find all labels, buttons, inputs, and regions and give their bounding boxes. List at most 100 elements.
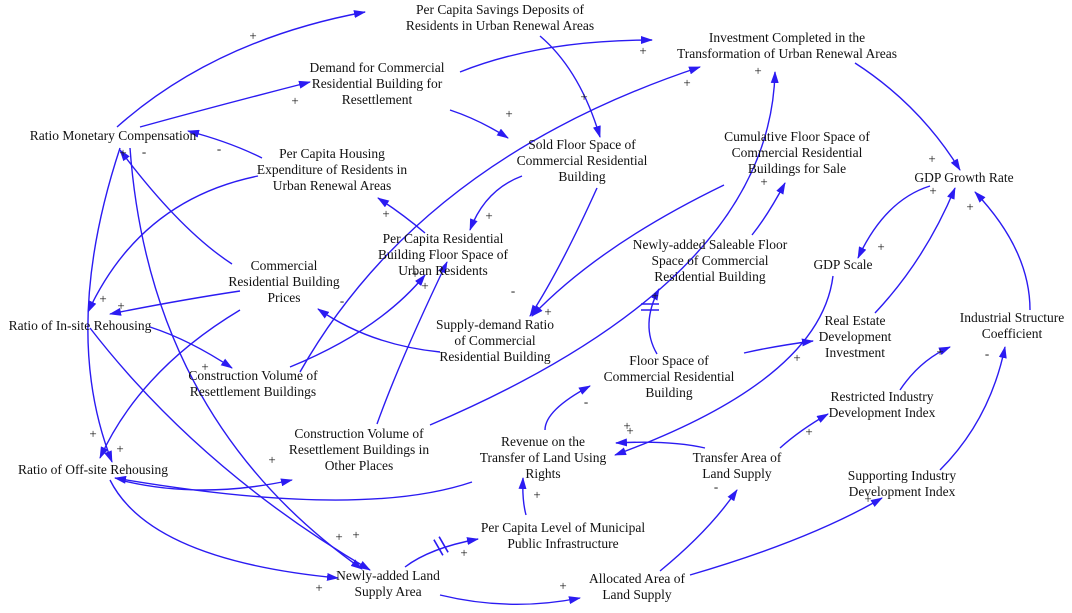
link-polarity-1: + — [291, 93, 298, 108]
delay-mark-line — [438, 536, 449, 553]
node-real-estate-line-2: Development — [818, 329, 892, 344]
node-transfer-area-line-2: Land Supply — [702, 466, 772, 481]
link-off-site-to-construction-other — [119, 478, 293, 491]
link-housing-expenditure-to-ratio-monetary — [187, 129, 263, 159]
node-restricted-industry-line-2: Development Index — [828, 405, 936, 420]
node-off-site-line-1: Ratio of Off-site Rehousing — [17, 462, 169, 477]
node-newly-saleable-line-2: Space of Commercial — [651, 253, 769, 268]
link-newly-land-to-allocated — [439, 594, 581, 605]
link-polarity-11: + — [505, 106, 512, 121]
node-housing-expenditure: Per Capita Housing Expenditure of Reside… — [257, 146, 407, 194]
node-prices-line-1: Commercial — [250, 258, 318, 273]
link-polarity-8: + — [116, 441, 123, 456]
node-savings: Per Capita Savings Deposits of Residents… — [406, 2, 594, 34]
node-supporting-industry-line-1: Supporting Industry — [847, 468, 957, 483]
node-housing-expenditure-line-3: Urban Renewal Areas — [272, 178, 392, 193]
link-polarity-29: + — [411, 266, 418, 281]
link-polarity-18: + — [793, 350, 800, 365]
link-polarity-13: - — [511, 283, 515, 298]
node-sold-floor-line-1: Sold Floor Space of — [528, 137, 636, 152]
link-polarity-27: + — [201, 359, 208, 374]
node-construction-resettlement-line-2: Resettlement Buildings — [189, 384, 317, 399]
delay-mark-40 — [433, 536, 449, 556]
node-prices-line-3: Prices — [267, 290, 301, 305]
node-real-estate-line-3: Investment — [824, 345, 885, 360]
node-per-capita-floor: Per Capita Residential Building Floor Sp… — [378, 231, 508, 279]
link-housing-expenditure-to-in-site — [87, 175, 259, 313]
node-savings-line-2: Residents in Urban Renewal Areas — [405, 18, 595, 33]
node-prices: Commercial Residential Building Prices — [228, 258, 339, 306]
node-restricted-industry-line-1: Restricted Industry — [830, 389, 934, 404]
node-industrial-structure: Industrial Structure Coefficient — [960, 310, 1065, 342]
node-supply-demand-line-2: of Commercial — [454, 333, 536, 348]
link-polarity-22: + — [626, 423, 633, 438]
node-newly-saleable: Newly-added Saleable Floor Space of Comm… — [633, 237, 787, 285]
link-polarity-23: + — [929, 183, 936, 198]
node-supply-demand-line-3: Residential Building — [439, 349, 551, 364]
link-polarity-7: + — [117, 298, 124, 313]
link-polarity-28: + — [335, 529, 342, 544]
node-gdp-growth: GDP Growth Rate — [914, 170, 1013, 186]
node-newly-land-line-2: Supply Area — [354, 584, 422, 599]
node-investment: Investment Completed in the Transformati… — [677, 30, 897, 62]
node-sold-floor: Sold Floor Space of Commercial Residenti… — [517, 137, 648, 185]
link-revenue-to-floor-space — [544, 385, 591, 431]
link-demand-to-investment — [459, 36, 653, 73]
link-polarity-36: + — [89, 426, 96, 441]
node-gdp-scale-line-1: GDP Scale — [813, 257, 873, 272]
link-polarity-35: - — [584, 394, 588, 409]
link-polarity-42: - — [714, 479, 718, 494]
node-allocated-line-2: Land Supply — [602, 587, 672, 602]
node-in-site: Ratio of In-site Rehousing — [9, 318, 152, 334]
link-polarity-12: + — [485, 208, 492, 223]
link-polarity-20: + — [928, 151, 935, 166]
node-ratio-monetary: Ratio Monetary Compensation — [30, 128, 196, 144]
link-in-site-to-newly-land — [89, 327, 371, 571]
link-prices-to-off-site — [99, 309, 241, 459]
node-newly-saleable-line-3: Residential Building — [654, 269, 766, 284]
link-polarity-6: + — [119, 145, 126, 160]
node-sold-floor-line-2: Commercial Residential — [516, 153, 648, 168]
link-polarity-5: + — [99, 291, 106, 306]
link-allocated-to-transfer-area — [659, 489, 738, 572]
node-in-site-line-1: Ratio of In-site Rehousing — [8, 318, 152, 333]
link-polarity-33: + — [268, 452, 275, 467]
link-floor-space-to-newly-saleable — [648, 288, 660, 355]
link-polarity-40: + — [460, 545, 467, 560]
node-construction-other-line-3: Other Places — [324, 458, 394, 473]
node-newly-saleable-line-1: Newly-added Saleable Floor — [632, 237, 788, 252]
node-savings-line-1: Per Capita Savings Deposits of — [415, 2, 584, 17]
node-supporting-industry-line-2: Development Index — [848, 484, 956, 499]
link-polarity-34: + — [315, 580, 322, 595]
node-cumulative-floor-line-2: Commercial Residential — [731, 145, 863, 160]
node-cumulative-floor-line-3: Buildings for Sale — [747, 161, 847, 176]
node-newly-land: Newly-added Land Supply Area — [336, 568, 440, 600]
node-demand-line-2: Residential Building for — [311, 76, 443, 91]
link-supporting-industry-to-industrial-structure — [939, 346, 1007, 471]
node-gdp-growth-line-1: GDP Growth Rate — [914, 170, 1014, 185]
delay-mark-line — [433, 539, 444, 556]
node-industrial-structure-line-2: Coefficient — [981, 326, 1043, 341]
link-construction-other-to-per-capita-floor — [376, 261, 448, 425]
link-polarity-0: + — [249, 28, 256, 43]
node-transfer-area: Transfer Area of Land Supply — [693, 450, 782, 482]
node-construction-other: Construction Volume of Resettlement Buil… — [289, 426, 429, 474]
link-revenue-to-off-site — [114, 475, 473, 501]
link-construction-resettlement-to-per-capita-floor — [289, 274, 426, 368]
link-polarity-2: - — [142, 144, 146, 159]
link-polarity-10: + — [639, 43, 646, 58]
link-restricted-industry-to-industrial-structure — [899, 346, 951, 391]
link-allocated-to-supporting-industry — [689, 497, 883, 576]
link-supply-demand-to-prices — [317, 308, 441, 353]
link-polarity-43: + — [864, 491, 871, 506]
link-polarity-30: + — [683, 75, 690, 90]
node-housing-expenditure-line-1: Per Capita Housing — [279, 146, 385, 161]
node-sold-floor-line-3: Building — [558, 169, 606, 184]
node-construction-resettlement: Construction Volume of Resettlement Buil… — [188, 368, 317, 400]
link-polarity-38: + — [805, 424, 812, 439]
node-supporting-industry: Supporting Industry Development Index — [848, 468, 956, 500]
node-real-estate: Real Estate Development Investment — [819, 313, 892, 361]
link-gdp-growth-to-gdp-scale — [857, 185, 931, 259]
